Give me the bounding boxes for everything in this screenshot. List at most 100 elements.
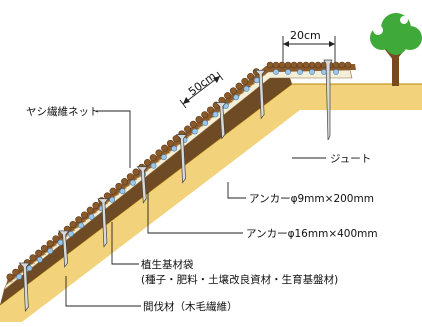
planting-bag [333, 69, 339, 75]
fiber-strand [249, 83, 255, 87]
planting-bag [88, 214, 95, 220]
soil-bump [272, 61, 280, 69]
soil-bump [29, 254, 37, 262]
planting-bag [119, 188, 126, 195]
anchor-pins [18, 59, 333, 313]
soil-bump [235, 82, 243, 90]
fiber-strand [124, 185, 131, 188]
label-planting-bag-line1: 植生基材袋 [141, 258, 194, 271]
soil-bump [266, 61, 274, 69]
soil-bump [172, 135, 180, 143]
embankment-ground [0, 84, 422, 322]
planting-bag-row [16, 69, 339, 280]
soil-bump [6, 273, 14, 281]
soil-bump [52, 235, 60, 243]
soil-bump [195, 116, 203, 124]
anchor-pin-small [214, 102, 227, 140]
label-thinning-material: 間伐材（木毛繊維） [143, 300, 238, 313]
soil-bump [344, 61, 352, 69]
fiber-strand [91, 212, 98, 215]
soil-bump [155, 149, 163, 157]
planting-bag [171, 145, 178, 152]
anchor-pin-large [254, 70, 266, 120]
fiber-strand [238, 92, 244, 96]
fiber-strand [7, 280, 14, 284]
fiber-strand [176, 143, 182, 146]
label-anchor-small: アンカーφ9mm×200mm [249, 193, 374, 205]
fiber-strand [84, 217, 90, 221]
dimension-top-width-label: 20cm [290, 29, 321, 42]
planting-bag [150, 162, 157, 169]
label-yashi-net: ヤシ繊維ネット [26, 105, 100, 118]
planting-bag [57, 239, 64, 246]
soil-bump [126, 173, 134, 181]
fiber-strand [187, 134, 193, 138]
planting-bag [160, 154, 167, 161]
planting-bag [233, 94, 240, 101]
dimension-slope-spacing-label: 50cm [186, 69, 218, 98]
soil-bump [241, 77, 249, 85]
label-jute: ジュート [330, 153, 371, 165]
soil-bump [338, 61, 346, 69]
anchor-pin-large [97, 198, 109, 248]
soil-bump [189, 120, 197, 128]
leader-anchor-small [227, 182, 246, 199]
fiber-strand [198, 125, 204, 129]
soil-bump [80, 211, 88, 219]
planting-bag [202, 120, 209, 126]
anchor-pin-crown [323, 59, 333, 141]
soil-bump [290, 61, 298, 69]
fiber-strand [113, 194, 120, 197]
soil-bump [166, 139, 174, 147]
soil-bump [103, 192, 111, 200]
planting-bag [212, 111, 219, 118]
leader-yashi-net [96, 110, 131, 168]
planting-bag [16, 273, 23, 280]
soil-bump [46, 240, 54, 248]
fiber-strand [135, 176, 142, 179]
planting-bag [243, 85, 250, 92]
anchor-pin-small [57, 230, 70, 268]
planting-bag [47, 248, 54, 255]
tree-icon [370, 13, 422, 86]
planting-bag [285, 69, 291, 75]
soil-bump [184, 125, 192, 133]
anchor-pin-large [18, 262, 31, 313]
soil-bump [229, 87, 237, 95]
soil-bump [35, 249, 43, 257]
soil-bump [224, 92, 232, 100]
soil-bump [12, 268, 20, 276]
planting-bag [309, 69, 315, 75]
soil-bump [92, 201, 100, 209]
dimension-top-width [282, 36, 336, 62]
soil-bump [161, 144, 169, 152]
soil-bump [201, 111, 209, 119]
planting-bag [273, 69, 279, 75]
planting-bag [129, 179, 136, 186]
soil-bump [69, 221, 77, 229]
fiber-strand [227, 101, 233, 105]
planting-bag [67, 231, 74, 237]
planting-bag [78, 222, 85, 229]
fiber-strand [40, 253, 47, 257]
soil-bump [143, 158, 151, 166]
fiber-strand [11, 277, 17, 281]
planting-bag [109, 196, 116, 203]
soil-bump [206, 106, 214, 114]
soil-bump [40, 244, 48, 252]
planting-bag [297, 69, 303, 75]
soil-bump [296, 61, 304, 69]
soil-bump [278, 61, 286, 69]
fiber-strand [51, 244, 58, 248]
soil-bump [149, 154, 157, 162]
soil-bump [109, 187, 117, 195]
label-anchor-large: アンカーφ16mm×400mm [246, 228, 378, 240]
planting-bag [36, 256, 43, 263]
soil-bump [247, 73, 255, 81]
soil-bump [284, 61, 292, 69]
anchor-pin-large [175, 134, 188, 184]
soil-bump [332, 61, 340, 69]
soil-bump [308, 61, 316, 69]
soil-bump [121, 178, 129, 186]
